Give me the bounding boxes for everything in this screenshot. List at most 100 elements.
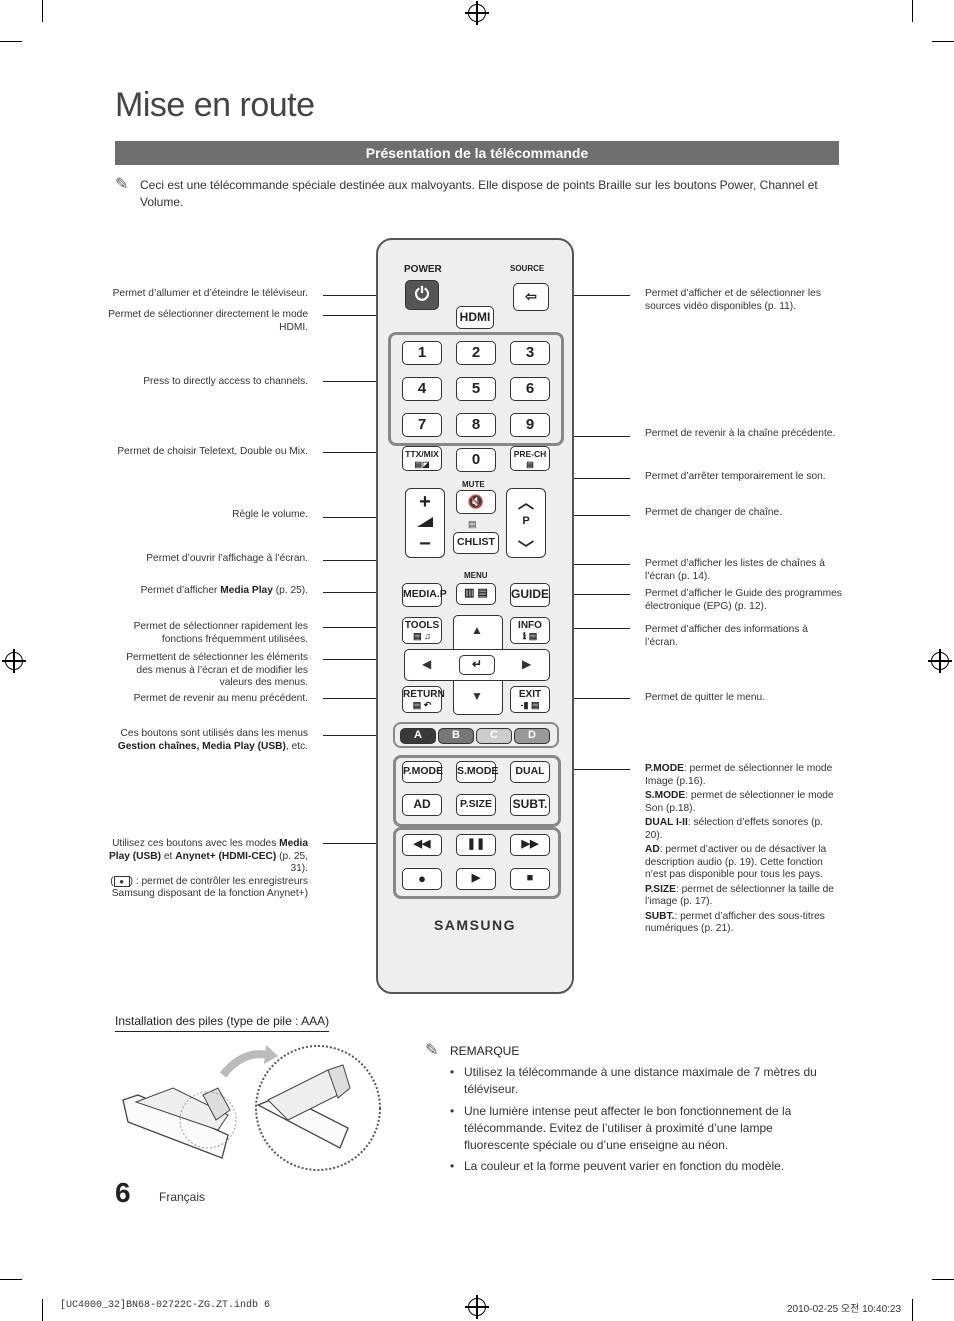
registration-mark-icon	[465, 1295, 489, 1319]
mute-label: MUTE	[462, 480, 485, 489]
registration-mark-icon	[2, 649, 26, 673]
label-ttx: Permet de choisir Teletext, Double ou Mi…	[117, 446, 308, 457]
digit-7-button[interactable]: 7	[402, 413, 442, 437]
power-button[interactable]: ⏻	[405, 280, 439, 310]
chlist-button[interactable]: CHLIST	[453, 532, 499, 554]
digit-5-button[interactable]: 5	[456, 377, 496, 401]
menu-button[interactable]: ▥ ▤	[456, 583, 496, 605]
language-label: Français	[159, 1190, 206, 1204]
nav-up-icon[interactable]: ▲	[471, 623, 483, 637]
color-d-button[interactable]: D	[514, 728, 550, 744]
record-icon: ●	[113, 875, 130, 887]
p-size-button[interactable]: P.SIZE	[456, 794, 496, 816]
digit-2-button[interactable]: 2	[456, 341, 496, 365]
crop-mark	[0, 1279, 22, 1280]
page-title: Mise en route	[115, 86, 315, 124]
guide-button[interactable]: GUIDE	[510, 583, 550, 607]
crop-mark	[932, 1279, 954, 1280]
nav-left-icon[interactable]: ◀	[422, 657, 432, 671]
hdmi-button[interactable]: HDMI	[456, 306, 494, 329]
leader-line	[550, 628, 630, 629]
rewind-button[interactable]: ◀◀	[402, 834, 442, 856]
digit-1-button[interactable]: 1	[402, 341, 442, 365]
digit-6-button[interactable]: 6	[510, 377, 550, 401]
volume-rocker[interactable]: + −	[405, 488, 445, 558]
color-c-button[interactable]: C	[476, 728, 512, 744]
media-p-button[interactable]: MEDIA.P	[402, 583, 447, 607]
leader-line	[323, 592, 403, 593]
remarque-title: REMARQUE	[450, 1044, 520, 1058]
s-mode-button[interactable]: S.MODE	[456, 761, 498, 783]
ttx-mix-button[interactable]: TTX/MIX▤◪	[402, 446, 442, 471]
dual-button[interactable]: DUAL	[510, 761, 550, 783]
source-label: SOURCE	[510, 264, 545, 273]
nav-down-icon[interactable]: ▼	[471, 689, 483, 703]
ad-button[interactable]: AD	[402, 794, 442, 816]
label-info: Permet d’afficher des informations à l’é…	[645, 624, 808, 648]
digit-8-button[interactable]: 8	[456, 413, 496, 437]
label-source: Permet d’afficher et de sélectionner les…	[645, 288, 821, 312]
mute-button[interactable]: 🔇	[456, 490, 496, 514]
battery-illustration	[122, 1045, 381, 1171]
volume-down-icon[interactable]: −	[419, 533, 431, 555]
pencil-note-icon: ✎	[115, 176, 129, 193]
leader-line	[550, 594, 630, 595]
leader-line	[323, 843, 393, 844]
digit-4-button[interactable]: 4	[402, 377, 442, 401]
remote-control: POWER SOURCE ⏻ ⇦ HDMI 1 2 3 4 5 6 7 8 9 …	[376, 238, 574, 994]
digit-9-button[interactable]: 9	[510, 413, 550, 437]
volume-up-icon[interactable]: +	[419, 491, 431, 513]
play-button[interactable]: ▶	[456, 868, 496, 890]
record-button[interactable]: ●	[402, 868, 442, 890]
color-a-button[interactable]: A	[400, 728, 436, 744]
label-mediap: Permet d’afficher Media Play (p. 25).	[140, 585, 308, 596]
nav-right-icon[interactable]: ▶	[522, 657, 532, 671]
channel-down-icon[interactable]: ﹀	[517, 541, 534, 558]
pre-ch-button[interactable]: PRE-CH▤	[510, 446, 550, 471]
print-date: 2010-02-25 오전 10:40:23	[787, 1304, 902, 1315]
crop-mark	[912, 1299, 913, 1321]
color-button-bar	[393, 722, 559, 748]
digit-0-button[interactable]: 0	[456, 448, 496, 472]
exit-button[interactable]: EXIT-▮ ▤	[510, 686, 550, 713]
mode-pad	[393, 755, 561, 827]
leader-line	[323, 659, 403, 660]
channel-p-label: P	[522, 515, 530, 527]
leader-line	[323, 381, 390, 382]
remarque-item: Une lumière intense peut affecter le bon…	[450, 1103, 824, 1154]
label-guide: Permet d’afficher le Guide des programme…	[645, 588, 842, 612]
channel-rocker[interactable]: ︿ P ﹀	[506, 488, 546, 558]
label-volume: Règle le volume.	[232, 509, 308, 520]
crop-mark	[42, 0, 43, 22]
chlist-icon: ▤	[468, 519, 477, 529]
label-prech: Permet de revenir à la chaîne précédente…	[645, 428, 836, 439]
nav-pad-horizontal	[404, 649, 550, 681]
volume-level-icon	[417, 517, 433, 527]
source-button[interactable]: ⇦	[513, 283, 549, 311]
return-button[interactable]: RETURN▤ ↶	[402, 686, 445, 713]
label-tools: Permet de sélectionner rapidement les fo…	[133, 621, 308, 645]
color-b-button[interactable]: B	[438, 728, 474, 744]
label-modes: P.MODE: permet de sélectionner le mode I…	[645, 763, 834, 934]
enter-button[interactable]: ↵	[459, 655, 495, 675]
stop-button[interactable]: ■	[510, 868, 550, 890]
leader-line	[323, 627, 403, 628]
pause-button[interactable]: ❚❚	[456, 834, 496, 856]
registration-mark-icon	[465, 1, 489, 25]
remarque-item: Utilisez la télécommande à une distance …	[450, 1064, 824, 1098]
fast-forward-button[interactable]: ▶▶	[510, 834, 550, 856]
leader-line	[550, 698, 630, 699]
subt-button[interactable]: SUBT.	[510, 794, 550, 816]
power-label: POWER	[404, 264, 442, 275]
leader-line	[323, 452, 403, 453]
channel-up-icon[interactable]: ︿	[517, 495, 534, 512]
tools-button[interactable]: TOOLS▤ ♫	[402, 617, 442, 644]
digit-3-button[interactable]: 3	[510, 341, 550, 365]
leader-line	[323, 517, 403, 518]
label-color-buttons: Ces boutons sont utilisés dans les menus…	[117, 728, 308, 752]
label-exit: Permet de quitter le menu.	[645, 692, 766, 703]
battery-title: Installation des piles (type de pile : A…	[115, 1014, 330, 1032]
p-mode-button[interactable]: P.MODE	[402, 761, 443, 783]
crop-mark	[932, 41, 954, 42]
